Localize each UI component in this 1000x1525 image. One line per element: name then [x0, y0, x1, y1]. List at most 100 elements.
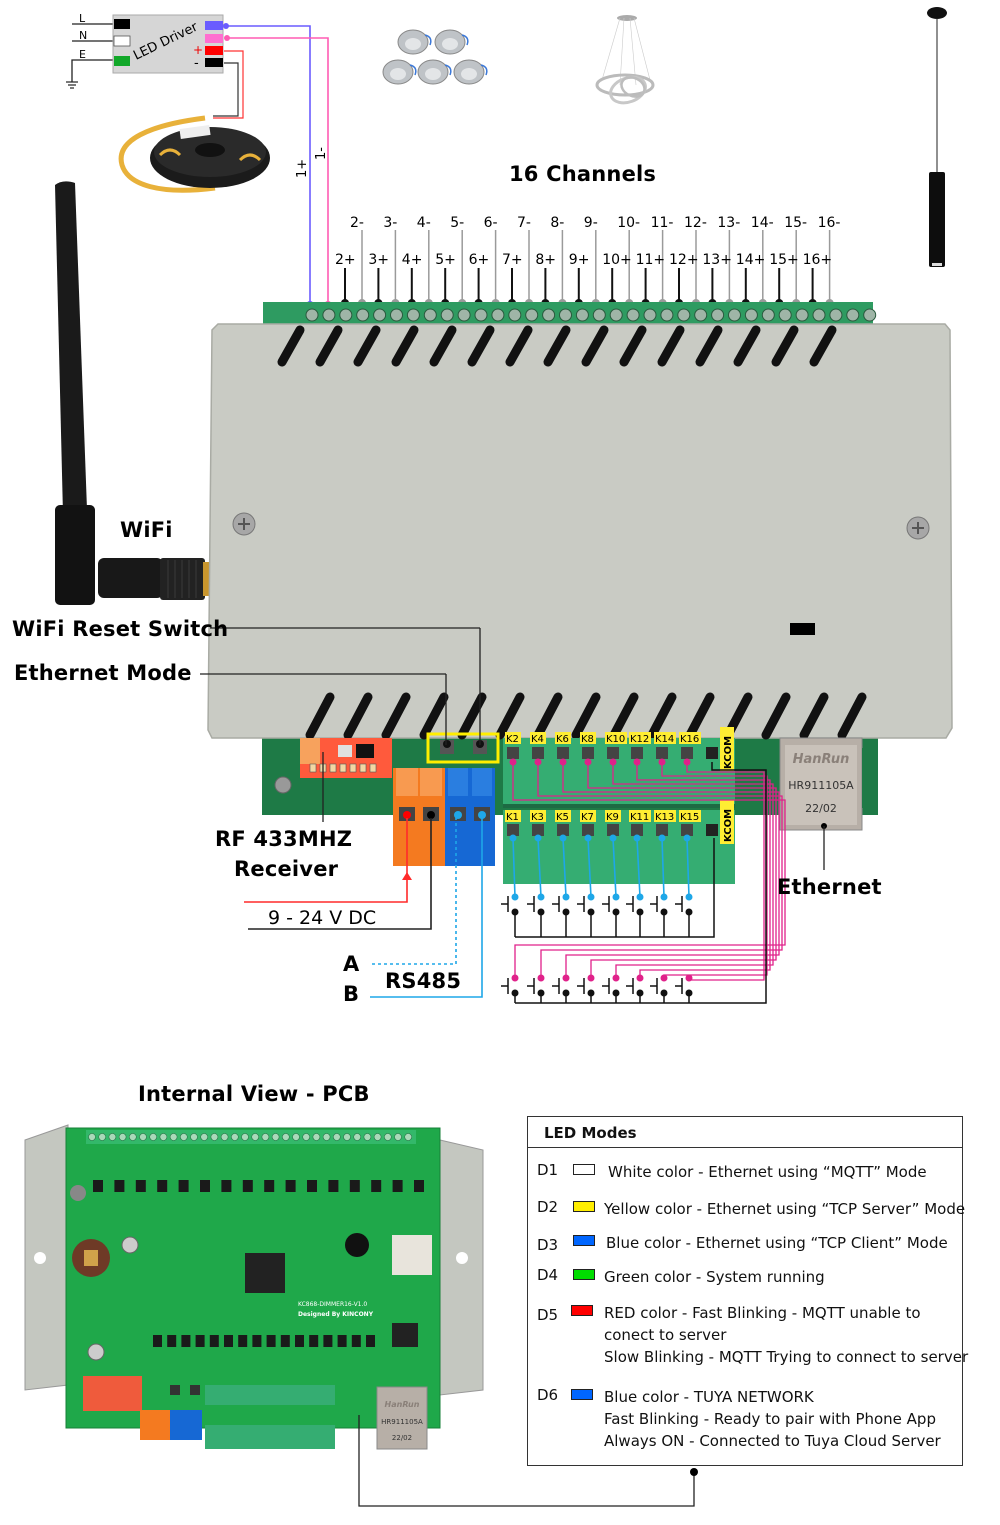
led-driver: L N E LED Driver + - 1+ 1-	[66, 12, 329, 315]
pcb-terminal-screw	[139, 1133, 147, 1141]
led-mode-description: Always ON - Connected to Tuya Cloud Serv…	[604, 1432, 941, 1450]
screw-icon	[906, 516, 930, 540]
terminal-slot	[532, 747, 544, 759]
pcb-terminal-screw	[271, 1133, 280, 1141]
channel-plus-label: 10+	[602, 252, 632, 268]
pcb-terminal-screw	[210, 1133, 219, 1141]
channel-minus-label: 15-	[784, 215, 807, 231]
terminal-screw	[406, 308, 420, 322]
channels-title: 16 Channels	[509, 162, 656, 186]
vent-slot	[695, 325, 723, 367]
terminal-screw	[609, 308, 623, 322]
pcb-optocoupler	[209, 1335, 219, 1347]
driver-plus-label: +	[193, 43, 203, 57]
terminal-slot	[582, 824, 594, 836]
input-label-k6: K6	[556, 734, 569, 745]
input-wire	[612, 762, 774, 978]
input-label-bg	[580, 732, 596, 744]
rf-receiver-label-1: RF 433MHZ	[215, 827, 352, 851]
terminal-slot	[607, 824, 619, 836]
led-mode-description: Blue color - Ethernet using “TCP Client”…	[606, 1234, 948, 1252]
input-buttons	[501, 762, 786, 1004]
channel-plus-label: 13+	[702, 252, 732, 268]
pcb-terminal-screw	[353, 1133, 362, 1141]
terminal-slot	[507, 747, 519, 759]
terminal-slot	[656, 747, 668, 759]
input-wire	[537, 762, 783, 978]
pcb-terminal-screw	[281, 1133, 290, 1141]
input-wire	[587, 762, 777, 978]
pcb-driver-chip	[349, 1180, 360, 1192]
driver-input-e: E	[79, 48, 86, 61]
input-label-k5: K5	[556, 812, 569, 823]
vent-slot	[533, 692, 563, 740]
terminal-screw	[863, 308, 877, 322]
pcb-optocoupler	[351, 1335, 361, 1347]
driver-minus-label: -	[194, 56, 199, 71]
pcb-optocoupler	[153, 1335, 162, 1347]
terminal-screw	[626, 308, 640, 322]
input-label-bg	[505, 810, 521, 822]
chandelier-image	[595, 15, 655, 105]
pcb-terminal-screw	[302, 1133, 311, 1141]
kcom-label: KCOM	[723, 736, 734, 769]
pcb-optocoupler	[195, 1335, 205, 1347]
pcb-terminal-screw	[169, 1133, 178, 1141]
vent-slot	[581, 325, 609, 367]
downlights-image	[382, 29, 488, 85]
terminal-screw	[322, 308, 336, 322]
input-label-bg	[654, 732, 676, 744]
input-label-k7: K7	[581, 812, 594, 823]
pcb-optocoupler	[295, 1335, 304, 1347]
vent-slot	[495, 692, 525, 740]
pcb-driver-chip	[285, 1180, 296, 1192]
pcb-designer: Designed By KINCONY	[298, 1311, 374, 1318]
power-terminal	[393, 768, 445, 866]
rf-receiver-label-2: Receiver	[234, 857, 339, 881]
led-mode-description: RED color - Fast Blinking - MQTT unable …	[604, 1304, 921, 1322]
terminal-screw	[778, 308, 792, 322]
rs485-label: RS485	[385, 969, 461, 993]
input-label-k16: K16	[680, 734, 699, 745]
pcb-rj45-model: HR911105A	[381, 1418, 423, 1426]
input-wire	[512, 837, 516, 898]
enclosure	[207, 323, 953, 740]
terminal-screw	[575, 308, 589, 322]
channel-plus-label: 7+	[502, 252, 523, 268]
pcb-terminal-screw	[129, 1133, 137, 1141]
button-contact	[685, 974, 693, 982]
terminal-screw	[728, 308, 741, 322]
pcb-terminal-screw	[261, 1133, 270, 1141]
button-contact	[587, 974, 595, 982]
input-label-k15: K15	[680, 812, 699, 823]
rj45-brand: HanRun	[793, 752, 850, 767]
button-contact	[685, 893, 693, 901]
channel-minus-label: 9-	[584, 215, 598, 231]
button-contact	[537, 974, 545, 982]
led-mode-description: Yellow color - Ethernet using “TCP Serve…	[604, 1200, 966, 1218]
input-label-k8: K8	[581, 734, 594, 745]
pcb-rj45-brand: HanRun	[385, 1400, 420, 1409]
pcb-terminal-screw	[332, 1133, 341, 1141]
button-contact	[612, 974, 620, 982]
pcb-terminal-screw	[200, 1133, 208, 1141]
pcb-driver-chip	[157, 1180, 168, 1192]
channel-plus-label: 6+	[469, 252, 490, 268]
kcom-wire	[515, 762, 767, 1004]
input-wire	[612, 837, 617, 898]
rs485-b-label: B	[343, 982, 359, 1006]
led-id: D2	[537, 1198, 559, 1216]
pcb-terminal-screw	[241, 1133, 249, 1141]
vent-slot	[771, 325, 799, 367]
vent-slot	[619, 325, 647, 367]
terminal-screw	[373, 308, 387, 322]
led-id: D1	[537, 1161, 559, 1179]
terminal-screw	[339, 308, 353, 322]
terminal-screw	[559, 308, 572, 322]
vent-slot	[419, 692, 449, 740]
terminal-screw	[423, 308, 437, 322]
vent-slot	[429, 325, 457, 367]
vent-slot	[353, 325, 381, 367]
input-wire	[587, 837, 592, 898]
